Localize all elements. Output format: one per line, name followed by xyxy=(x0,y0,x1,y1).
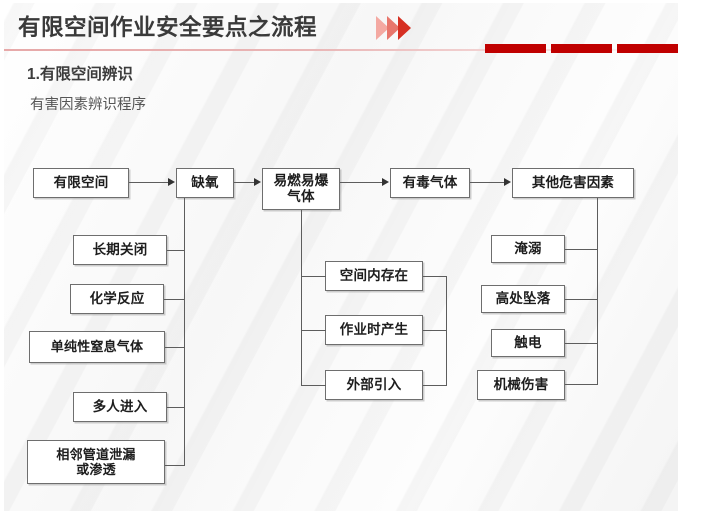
connector-confined-to-oxygen xyxy=(129,182,169,184)
flow-box-adjacent-pipe-leak[interactable]: 相邻管道泄漏 或渗透 xyxy=(27,440,165,484)
flow-box-mechanical-injury[interactable]: 机械伤害 xyxy=(477,370,565,400)
flow-box-other-hazards[interactable]: 其他危害因素 xyxy=(512,168,634,198)
header-accent-block-2 xyxy=(551,44,612,53)
stub-adjacent-pipe-leak xyxy=(165,465,185,467)
spine-flammable-gas xyxy=(301,210,303,386)
flowchart: 有限空间 缺氧 易燃易爆 气体 有毒气体 其他危害因素 长期关闭 化学反应 单纯… xyxy=(4,3,678,511)
page-title: 有限空间作业安全要点之流程 xyxy=(18,15,318,40)
header-accent-block-1 xyxy=(485,44,546,53)
arrowhead-to-flammable-gas xyxy=(254,178,261,186)
stub-mechanical-injury xyxy=(565,384,598,386)
flow-box-long-term-closure[interactable]: 长期关闭 xyxy=(73,235,167,265)
chevron-right-icon-2 xyxy=(387,16,400,40)
section-heading: 1.有限空间辨识 xyxy=(27,66,133,83)
stub-externally-introduced xyxy=(301,385,326,387)
triple-chevron-right-icon xyxy=(376,16,420,40)
stub-fall-from-height xyxy=(565,299,598,301)
stub-generated-during-work xyxy=(301,330,326,332)
arrowhead-to-oxygen xyxy=(168,178,175,186)
connector-oxygen-to-gas xyxy=(234,182,255,184)
flow-box-flammable-explosive-gas[interactable]: 易燃易爆 气体 xyxy=(262,168,340,210)
stub-externally-introduced-right xyxy=(423,385,447,387)
stub-generated-during-work-right xyxy=(423,330,447,332)
arrowhead-to-other-hazards xyxy=(504,178,511,186)
flow-box-existing-in-space[interactable]: 空间内存在 xyxy=(325,261,423,291)
flow-box-drowning[interactable]: 淹溺 xyxy=(491,235,565,263)
slide-header: 有限空间作业安全要点之流程 xyxy=(4,3,678,53)
flow-box-simple-asphyxiant-gas[interactable]: 单纯性窒息气体 xyxy=(29,331,165,363)
stub-drowning xyxy=(565,249,598,251)
flow-box-externally-introduced[interactable]: 外部引入 xyxy=(325,370,423,400)
stub-electric-shock xyxy=(565,343,598,345)
flow-box-multiple-people-entry[interactable]: 多人进入 xyxy=(73,392,167,422)
flow-box-fall-from-height[interactable]: 高处坠落 xyxy=(481,285,565,313)
flow-box-chemical-reaction[interactable]: 化学反应 xyxy=(70,284,164,314)
stub-existing-in-space xyxy=(301,276,326,278)
flow-box-confined-space[interactable]: 有限空间 xyxy=(33,168,129,198)
stub-chemical-reaction xyxy=(164,299,185,301)
flow-box-oxygen-deficiency[interactable]: 缺氧 xyxy=(176,168,234,198)
chevron-right-icon-1 xyxy=(376,16,389,40)
stub-long-term-closure xyxy=(167,250,185,252)
stub-simple-asphyxiant-gas xyxy=(165,347,185,349)
stub-existing-in-space-right xyxy=(423,276,447,278)
flow-box-generated-during-work[interactable]: 作业时产生 xyxy=(325,315,423,345)
header-accent-block-3 xyxy=(617,44,678,53)
spine-other-hazards xyxy=(597,198,599,385)
connector-toxic-to-other xyxy=(470,182,505,184)
section-subtitle: 有害因素辨识程序 xyxy=(30,97,146,113)
arrowhead-to-toxic-gas xyxy=(382,178,389,186)
stub-multiple-people-entry xyxy=(167,407,185,409)
flow-box-electric-shock[interactable]: 触电 xyxy=(491,329,565,357)
slide-canvas: 有限空间作业安全要点之流程 1.有限空间辨识 有害因素辨识程序 有限空间 缺氧 … xyxy=(4,3,678,511)
flow-box-toxic-gas[interactable]: 有毒气体 xyxy=(390,168,470,198)
header-divider-rule xyxy=(4,49,678,51)
chevron-right-icon-3 xyxy=(398,16,411,40)
spine-oxygen-deficiency xyxy=(184,198,186,466)
connector-gas-to-toxic xyxy=(340,182,382,184)
